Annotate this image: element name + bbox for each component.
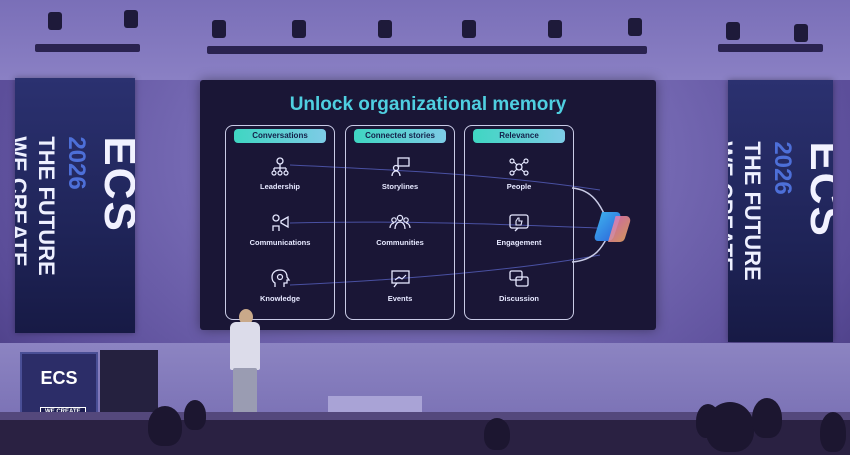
item-label: People [506, 182, 532, 191]
panel-connected-stories: Connected stories Storylines Communities… [345, 125, 455, 320]
presentation-board-icon [391, 270, 410, 288]
audience-head [484, 418, 510, 450]
audience-area [0, 398, 850, 455]
item-label: Engagement [496, 238, 542, 247]
person-screen-icon [391, 157, 410, 177]
audience-head [706, 402, 754, 452]
projection-screen: Unlock organizational memory Conversatio… [200, 80, 656, 330]
podium-logo: ECS [40, 368, 78, 388]
banner-left: ECS 2026 THE FUTURE WE CREATE [15, 78, 135, 333]
banner-logo: ECS [95, 135, 135, 233]
banner-year: 2026 [768, 141, 796, 195]
speaker-legs [233, 368, 257, 418]
banner-slogan-line2: WE CREATE [728, 141, 737, 272]
stage-light [548, 20, 562, 38]
stage-light [628, 18, 642, 36]
stage-light [378, 20, 392, 38]
stage-light [462, 20, 476, 38]
lighting-truss-left [35, 44, 140, 52]
item-discussion: Discussion [465, 268, 573, 303]
speaker-head [239, 309, 253, 325]
item-engagement: Engagement [465, 212, 573, 247]
banner-slogan-line1: THE FUTURE [739, 141, 765, 281]
panel-relevance: Relevance People Engagement Discussion [464, 125, 574, 320]
slide-title: Unlock organizational memory [289, 94, 567, 115]
stage-light [292, 20, 306, 38]
item-label: Events [387, 294, 413, 303]
stage-light [794, 24, 808, 42]
chat-bubbles-icon [509, 270, 529, 287]
item-label: Communications [249, 238, 311, 247]
item-label: Discussion [498, 294, 539, 303]
thumbs-up-chat-icon [509, 214, 529, 232]
copilot-logo [594, 212, 631, 242]
audience-head [820, 412, 846, 452]
stage-light [726, 22, 740, 40]
item-label: Communities [376, 238, 424, 247]
banner-year: 2026 [63, 135, 90, 190]
panel-header: Conversations [234, 129, 326, 143]
network-people-icon [509, 158, 529, 176]
banner-right: ECS 2026 THE FUTURE WE CREATE [728, 80, 833, 342]
panel-header: Relevance [473, 129, 565, 143]
lectern [100, 350, 158, 420]
banner-slogan-line1: THE FUTURE [34, 135, 59, 276]
panel-conversations: Conversations Leadership Communications … [225, 125, 335, 320]
audience-head [148, 406, 182, 446]
banner-text: ECS 2026 THE FUTURE WE CREATE [728, 141, 833, 280]
ceiling [0, 0, 850, 80]
stage-light [48, 12, 62, 30]
audience-head [752, 398, 782, 438]
lighting-truss-center [207, 46, 647, 54]
stage-light [124, 10, 138, 28]
item-communities: Communities [346, 212, 454, 247]
lighting-truss-right [718, 44, 823, 52]
item-label: Knowledge [259, 294, 300, 303]
item-storylines: Storylines [346, 156, 454, 191]
banner-text: ECS 2026 THE FUTURE WE CREATE [15, 136, 135, 275]
item-knowledge: Knowledge [226, 268, 334, 303]
item-label: Storylines [381, 182, 419, 191]
item-leadership: Leadership [226, 156, 334, 191]
speaker-body [230, 322, 260, 370]
banner-slogan-line2: WE CREATE [15, 135, 31, 267]
banner-logo: ECS [800, 141, 834, 238]
item-label: Leadership [259, 182, 300, 191]
audience-head [184, 400, 206, 430]
stage-light [212, 20, 226, 38]
head-gear-icon [271, 269, 291, 287]
item-events: Events [346, 268, 454, 303]
panel-header: Connected stories [354, 129, 446, 143]
org-chart-icon [271, 157, 289, 176]
item-communications: Communications [226, 212, 334, 247]
megaphone-icon [272, 214, 289, 231]
people-group-icon [389, 214, 411, 230]
item-people: People [465, 156, 573, 191]
